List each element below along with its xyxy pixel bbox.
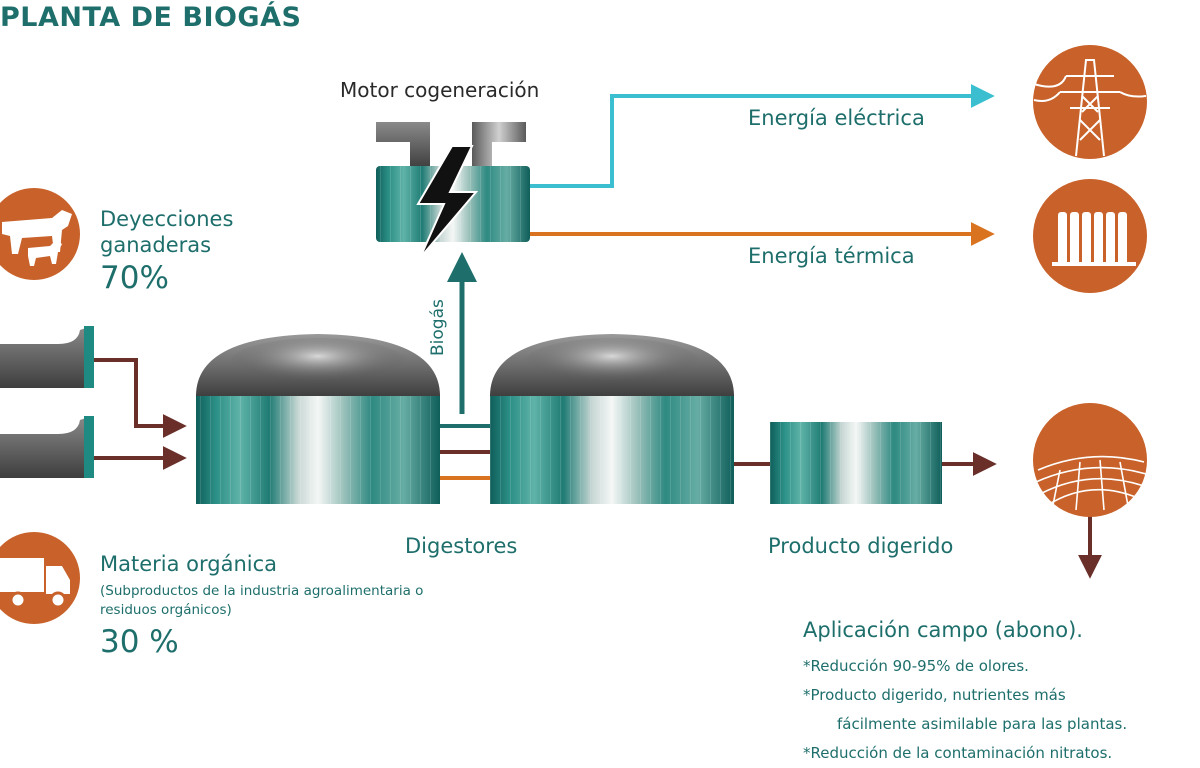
- application-bullet: fácilmente asimilable para las plantas.: [837, 715, 1128, 733]
- cow-icon: [0, 188, 80, 280]
- organic-input-subtitle: (Subproductos de la industria agroalimen…: [100, 583, 424, 618]
- digested-product-tank: [770, 422, 942, 504]
- livestock-input-percent: 70%: [100, 260, 169, 296]
- livestock-input-label: Deyecciones ganaderas: [100, 207, 234, 257]
- power-tower-icon: [1033, 45, 1147, 159]
- electric-energy-label: Energía eléctrica: [748, 106, 925, 130]
- application-bullet: *Reducción de la contaminación nitratos.: [803, 744, 1113, 762]
- lightning-icon: [416, 145, 479, 259]
- motor-label: Motor cogeneración: [340, 78, 540, 102]
- digester-2: [490, 334, 734, 504]
- page-title: PLANTA DE BIOGÁS: [0, 2, 302, 33]
- input-chute-top: [0, 326, 94, 388]
- radiator-icon: [1033, 179, 1147, 293]
- input-flow-arrow-top: [92, 358, 187, 438]
- field-icon: [1033, 403, 1147, 517]
- digested-product-label: Producto digerido: [768, 534, 954, 558]
- electric-energy-arrow: [530, 84, 995, 188]
- digesters-label: Digestores: [405, 534, 518, 558]
- application-title: Aplicación campo (abono).: [803, 618, 1083, 642]
- organic-input-percent: 30 %: [100, 624, 179, 660]
- truck-icon: [0, 532, 80, 624]
- digester-1: [196, 334, 440, 504]
- thermal-energy-label: Energía térmica: [748, 244, 915, 268]
- biogas-label: Biogás: [428, 299, 448, 356]
- application-bullet: *Reducción 90-95% de olores.: [803, 657, 1029, 675]
- input-chute-bottom: [0, 416, 94, 478]
- organic-input-label: Materia orgánica: [100, 552, 278, 576]
- application-bullets: *Reducción 90-95% de olores. *Producto d…: [803, 652, 1127, 768]
- application-bullet: *Producto digerido, nutrientes más: [803, 686, 1066, 704]
